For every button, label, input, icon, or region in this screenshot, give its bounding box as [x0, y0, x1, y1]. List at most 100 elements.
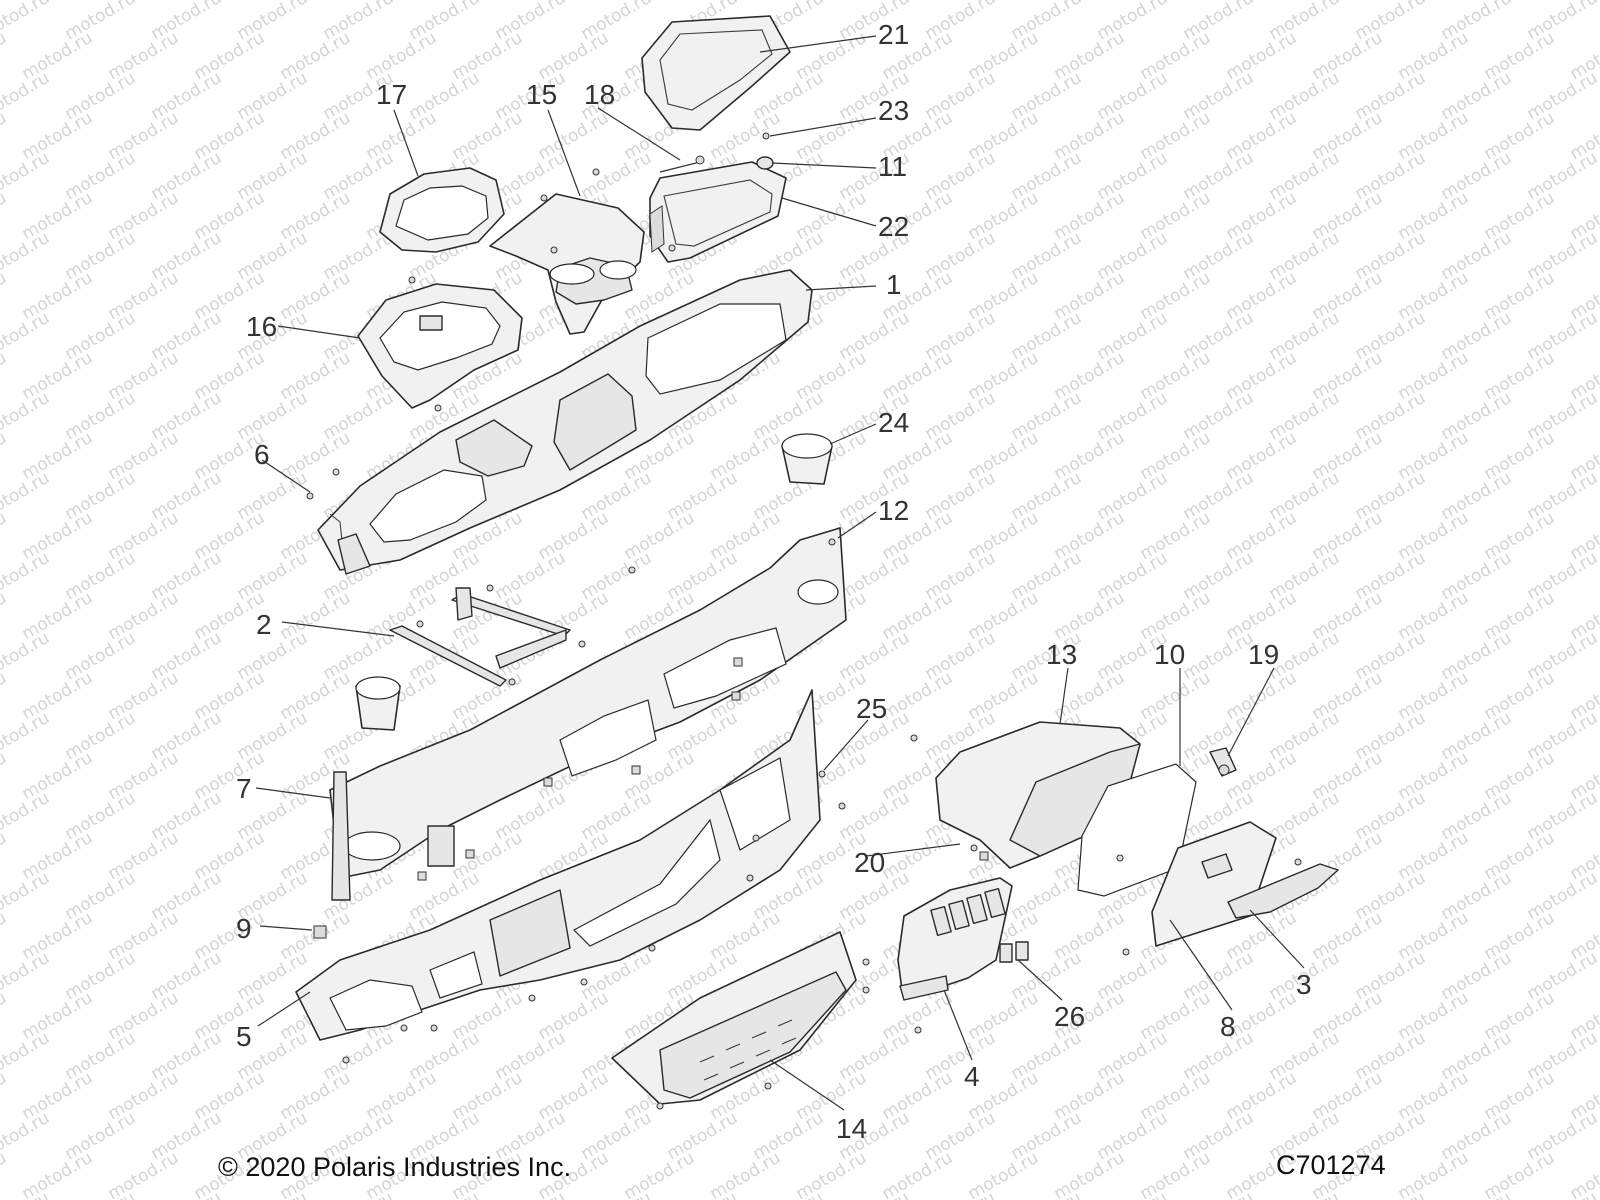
watermark-text: motod.ru	[707, 1148, 785, 1200]
watermark-text: motod.ru	[0, 548, 53, 604]
watermark-text: motod.ru	[0, 148, 53, 204]
part-15-console-top	[489, 193, 645, 335]
part-14-glove-box-lower	[611, 931, 857, 1105]
part-3-trim	[1227, 863, 1339, 919]
watermark-text: motod.ru	[0, 948, 53, 1004]
part-16-cluster-housing	[357, 283, 523, 409]
callout-16: 16	[246, 311, 277, 342]
watermark-text: motod.ru	[0, 468, 53, 524]
watermark-text: motod.ru	[0, 348, 10, 404]
callout-10: 10	[1154, 639, 1185, 670]
watermark-text: motod.ru	[578, 1188, 656, 1200]
callouts: 21 23 11 22 1 24 12 17 15 18 16 6 2 7 9 …	[236, 19, 1312, 1144]
watermark-text: motod.ru	[1524, 1188, 1600, 1200]
watermark-text: motod.ru	[750, 1188, 828, 1200]
callout-20: 20	[854, 847, 885, 878]
watermark-text: motod.ru	[0, 188, 10, 244]
watermark-text: motod.ru	[0, 1068, 10, 1124]
callout-8: 8	[1220, 1011, 1236, 1042]
part-10-seal	[1077, 763, 1197, 897]
part-1-upper-dash	[317, 269, 813, 575]
watermark-text: motod.ru	[664, 1188, 742, 1200]
watermark-text: motod.ru	[148, 1188, 226, 1200]
part-24-cup-holder	[781, 433, 833, 485]
watermark-text: motod.ru	[0, 28, 10, 84]
watermark-text: motod.ru	[836, 1188, 914, 1200]
watermark-text: motod.ru	[0, 628, 53, 684]
watermark-text: motod.ru	[0, 1028, 53, 1084]
part-4-switch-panel	[897, 877, 1013, 1001]
callout-15: 15	[526, 79, 557, 110]
watermark-text: motod.ru	[0, 748, 10, 804]
watermark-text: motod.ru	[1481, 1148, 1559, 1200]
callout-17: 17	[376, 79, 407, 110]
callout-21: 21	[878, 19, 909, 50]
callout-4: 4	[964, 1061, 980, 1092]
part-19-latch	[1209, 747, 1237, 777]
callout-9: 9	[236, 913, 252, 944]
watermark-text: motod.ru	[0, 0, 53, 44]
watermark-text: motod.ru	[0, 68, 53, 124]
callout-1: 1	[886, 269, 902, 300]
watermark-text: motod.ru	[1051, 1148, 1129, 1200]
copyright-notice: © 2020 Polaris Industries Inc.	[218, 1152, 572, 1182]
watermark-text: motod.ru	[0, 388, 53, 444]
watermark-text: motod.ru	[0, 868, 53, 924]
part-21-cover	[641, 15, 791, 131]
drawing-number: C701274	[1276, 1150, 1386, 1180]
callout-14: 14	[836, 1113, 867, 1144]
watermark-text: motod.ru	[0, 0, 10, 4]
watermark-text: motod.ru	[621, 1148, 699, 1200]
watermark-text: motod.ru	[1438, 1188, 1516, 1200]
watermark-text: motod.ru	[0, 108, 10, 164]
callout-11: 11	[878, 151, 907, 182]
watermark-text: motod.ru	[1266, 1188, 1344, 1200]
callout-2: 2	[256, 609, 272, 640]
watermark-text: motod.ru	[0, 668, 10, 724]
part-22-panel	[649, 161, 787, 263]
part-23-screw	[762, 132, 770, 140]
watermark-text: motod.ru	[0, 428, 10, 484]
callout-6: 6	[254, 439, 270, 470]
watermark-text: motod.ru	[0, 588, 10, 644]
part-18-pin	[659, 155, 705, 173]
watermark-text: motod.ru	[0, 988, 10, 1044]
part-9-clip	[313, 925, 327, 939]
watermark-text: motod.ru	[0, 508, 10, 564]
watermark-text: motod.ru	[1008, 1188, 1086, 1200]
callout-24: 24	[878, 407, 909, 438]
leader-lines	[255, 35, 1305, 1111]
watermark-text: motod.ru	[406, 1188, 484, 1200]
watermark-text: motod.ru	[965, 1148, 1043, 1200]
watermark-text: motod.ru	[0, 788, 53, 844]
watermark-text: motod.ru	[0, 908, 10, 964]
fasteners	[306, 168, 1302, 1110]
part-cup-holder-left	[355, 676, 401, 731]
watermark-text: motod.ru	[62, 1188, 140, 1200]
watermark-text: motod.ru	[0, 268, 10, 324]
watermark-text: motod.ru	[0, 708, 53, 764]
part-2-brackets	[389, 587, 571, 687]
callout-22: 22	[878, 211, 909, 242]
watermark-text: motod.ru	[0, 228, 53, 284]
callout-7: 7	[236, 773, 252, 804]
watermark-text: motod.ru	[0, 828, 10, 884]
callout-23: 23	[878, 95, 909, 126]
watermark-text: motod.ru	[1094, 1188, 1172, 1200]
watermark-text: motod.ru	[793, 1148, 871, 1200]
part-5-lower-bezel	[295, 689, 821, 1041]
watermark-text: motod.ru	[492, 1188, 570, 1200]
watermark-text: motod.ru	[922, 1188, 1000, 1200]
callout-25: 25	[856, 693, 887, 724]
part-17-bezel	[379, 167, 505, 253]
watermark-text: motod.ru	[1180, 1188, 1258, 1200]
callout-18: 18	[584, 79, 615, 110]
part-11-knob	[756, 156, 774, 170]
watermark-text: motod.ru	[879, 1148, 957, 1200]
callout-26: 26	[1054, 1001, 1085, 1032]
watermark-text: motod.ru	[1137, 1148, 1215, 1200]
watermark-text: motod.ru	[1352, 1188, 1430, 1200]
callout-19: 19	[1248, 639, 1279, 670]
callout-5: 5	[236, 1021, 252, 1052]
